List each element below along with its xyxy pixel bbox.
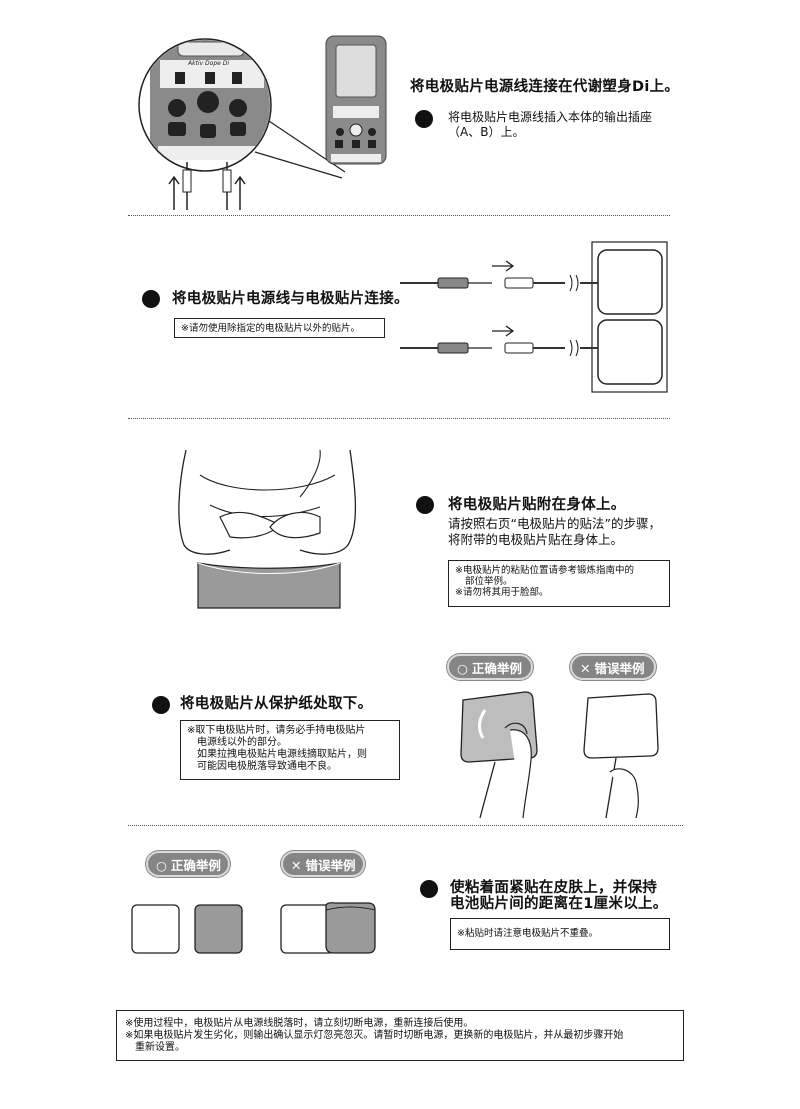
step5-wrong-label: 错误举例: [305, 858, 356, 873]
step1-body-line2: （A、B）上。: [448, 125, 525, 139]
step2-title: 将电极贴片电源线与电极贴片连接。: [172, 291, 409, 307]
step2-bullet: [142, 290, 160, 308]
step1-title: 将电极贴片电源线连接在代谢塑身Di上。: [410, 79, 680, 95]
step3-note-line1: ※电极贴片的粘贴位置请参考锻炼指南中的: [455, 565, 634, 576]
step5-title-line1: 使粘着面紧贴在皮肤上，并保持: [450, 880, 658, 896]
step5-correct-badge: ○正确举例: [146, 851, 230, 877]
footer-line3: 重新设置。: [135, 1042, 185, 1053]
step5-title-line2: 电池贴片间的距离在1厘米以上。: [450, 896, 668, 912]
pad-spacing-illustration: [131, 902, 376, 954]
step2-note: ※请勿使用除指定的电极贴片以外的贴片。: [174, 318, 385, 338]
peel-wrong-illustration: [583, 693, 659, 819]
step4-note-line4: 可能因电极脱落导致通电不良。: [197, 761, 337, 772]
footer-note: ※使用过程中，电极贴片从电源线脱落时，请立刻切断电源，重新连接后使用。 ※如果电…: [116, 1010, 684, 1061]
step4-bullet: [152, 696, 170, 714]
step1-bullet: [415, 110, 433, 128]
step5-note: ※粘贴时请注意电极贴片不重叠。: [450, 918, 670, 950]
step3-bullet: [416, 496, 434, 514]
footer-line2: ※如果电极贴片发生劣化，则输出确认显示灯忽亮忽灭。请暂时切断电源，更换新的电极贴…: [125, 1030, 624, 1041]
step3-title: 将电极贴片贴附在身体上。: [448, 497, 626, 513]
step4-note-line3: 如果拉拽电极贴片电源线摘取贴片，则: [197, 749, 367, 760]
step5-wrong-badge: ✕错误举例: [281, 851, 365, 877]
step4-title: 将电极贴片从保护纸处取下。: [180, 696, 373, 712]
circle-icon: ○: [156, 858, 167, 873]
step4-note-line1: ※取下电极贴片时，请务必手持电极贴片: [187, 725, 366, 736]
step4-note: ※取下电极贴片时，请务必手持电极贴片 电源线以外的部分。 如果拉拽电极贴片电源线…: [180, 720, 400, 780]
divider-1: [128, 215, 670, 216]
step4-wrong-badge: ✕错误举例: [570, 654, 656, 680]
device-output-b-label: OUTPUT B: [230, 147, 253, 152]
step4-note-line2: 电源线以外的部分。: [197, 737, 287, 748]
device-zoom-illustration: [138, 35, 387, 210]
step4-correct-badge: ○正确举例: [447, 654, 533, 680]
step4-wrong-label: 错误举例: [594, 661, 645, 676]
step1-body-line1: 将电极贴片电源线插入本体的输出插座: [448, 110, 653, 124]
device-output-a-label: OUTPUT A: [177, 147, 200, 152]
step3-note-line3: ※请勿将其用于脸部。: [455, 587, 549, 598]
step3-note-line2: 部位举例。: [465, 576, 513, 587]
pad-cable-connection-illustration: [400, 241, 668, 393]
step3-body-line2: 将附带的电极贴片贴在身体上。: [448, 532, 624, 547]
step3-body-line1: 请按照右页“电极贴片的贴法”的步骤，: [448, 516, 661, 531]
device-brand-label: Aktiv Dope Di: [188, 60, 230, 67]
step5-bullet: [420, 880, 438, 898]
footer-line1: ※使用过程中，电极贴片从电源线脱落时，请立刻切断电源，重新连接后使用。: [125, 1018, 474, 1029]
divider-2: [128, 418, 670, 419]
circle-icon: ○: [457, 661, 468, 676]
body-attach-illustration: [178, 449, 357, 609]
divider-3: [128, 825, 683, 826]
peel-correct-illustration: [460, 691, 538, 819]
step4-correct-label: 正确举例: [471, 661, 522, 676]
cross-icon: ✕: [291, 858, 302, 873]
step3-note: ※电极贴片的粘贴位置请参考锻炼指南中的 部位举例。 ※请勿将其用于脸部。: [448, 560, 670, 607]
step5-correct-label: 正确举例: [170, 858, 221, 873]
cross-icon: ✕: [580, 661, 591, 676]
